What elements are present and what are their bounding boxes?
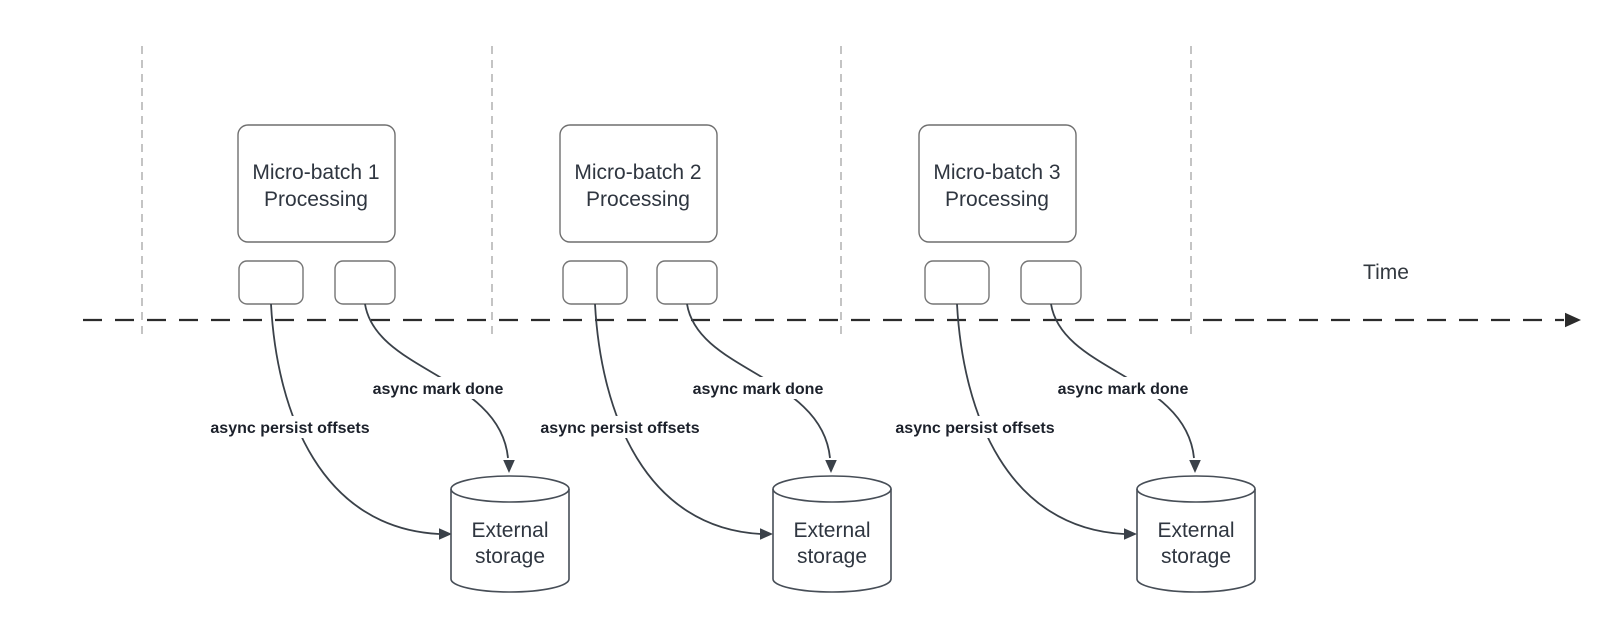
micro-batch-box (918, 124, 1077, 243)
mark-done-task-box (656, 260, 718, 305)
mark-done-label-bg (360, 377, 516, 399)
cylinder-top-curve (450, 488, 570, 503)
external-storage-label-line2: storage (475, 545, 545, 568)
micro-batch-box (559, 124, 718, 243)
cylinder-top-curve (1136, 488, 1256, 503)
time-axis-arrowhead-icon (1565, 312, 1581, 328)
persist-offsets-arrowhead-icon (439, 528, 452, 540)
persist-offsets-arrow (594, 303, 762, 535)
mark-done-arrowhead-icon (825, 460, 837, 473)
micro-batch-box (237, 124, 396, 243)
cylinder-top-curve (772, 488, 892, 503)
mark-done-arrow (364, 303, 509, 459)
persist-offsets-arrowhead-icon (1124, 528, 1137, 540)
persist-offsets-label: async persist offsets (210, 420, 369, 437)
mark-done-label-bg (680, 377, 836, 399)
batch-interval-dividers (141, 46, 1192, 338)
persist-offsets-task-box (238, 260, 304, 305)
external-storage-label-line1: External (793, 519, 870, 542)
persist-offsets-label-bg (527, 416, 713, 438)
micro-batch-column-2: Micro-batch 2 Processing async persist o… (527, 124, 892, 593)
mark-done-task-box (1020, 260, 1082, 305)
external-storage-label-line1: External (471, 519, 548, 542)
persist-offsets-arrow (270, 303, 440, 535)
external-storage-label-line2: storage (797, 545, 867, 568)
cylinder-body (1136, 475, 1256, 593)
persist-offsets-task-box (924, 260, 990, 305)
persist-offsets-label: async persist offsets (895, 420, 1054, 437)
micro-batch-title-line2: Processing (945, 188, 1049, 211)
persist-offsets-arrow (956, 303, 1125, 535)
micro-batch-title-line2: Processing (586, 188, 690, 211)
persist-offsets-label-bg (882, 416, 1068, 438)
micro-batch-title-line1: Micro-batch 3 (933, 161, 1060, 184)
mark-done-task-box (334, 260, 396, 305)
mark-done-arrow (686, 303, 831, 459)
external-storage-cylinder: External storage (772, 475, 892, 593)
time-axis-label: Time (1363, 261, 1409, 284)
micro-batch-title-line2: Processing (264, 188, 368, 211)
micro-batch-title-line1: Micro-batch 2 (574, 161, 701, 184)
mark-done-label: async mark done (373, 381, 504, 398)
micro-batch-title-line1: Micro-batch 1 (252, 161, 379, 184)
mark-done-arrowhead-icon (503, 460, 515, 473)
external-storage-label-line2: storage (1161, 545, 1231, 568)
time-axis: Time (83, 261, 1581, 328)
mark-done-arrowhead-icon (1189, 460, 1201, 473)
cylinder-body (772, 475, 892, 593)
persist-offsets-task-box (562, 260, 628, 305)
external-storage-cylinder: External storage (450, 475, 570, 593)
persist-offsets-label-bg (197, 416, 383, 438)
mark-done-arrow (1050, 303, 1195, 459)
mark-done-label: async mark done (1058, 381, 1189, 398)
micro-batch-column-1: Micro-batch 1 Processing async persist o… (197, 124, 570, 593)
micro-batch-column-3: Micro-batch 3 Processing async persist o… (882, 124, 1256, 593)
mark-done-label: async mark done (693, 381, 824, 398)
mark-done-label-bg (1045, 377, 1201, 399)
external-storage-cylinder: External storage (1136, 475, 1256, 593)
persist-offsets-label: async persist offsets (540, 420, 699, 437)
external-storage-label-line1: External (1157, 519, 1234, 542)
cylinder-body (450, 475, 570, 593)
persist-offsets-arrowhead-icon (760, 528, 773, 540)
